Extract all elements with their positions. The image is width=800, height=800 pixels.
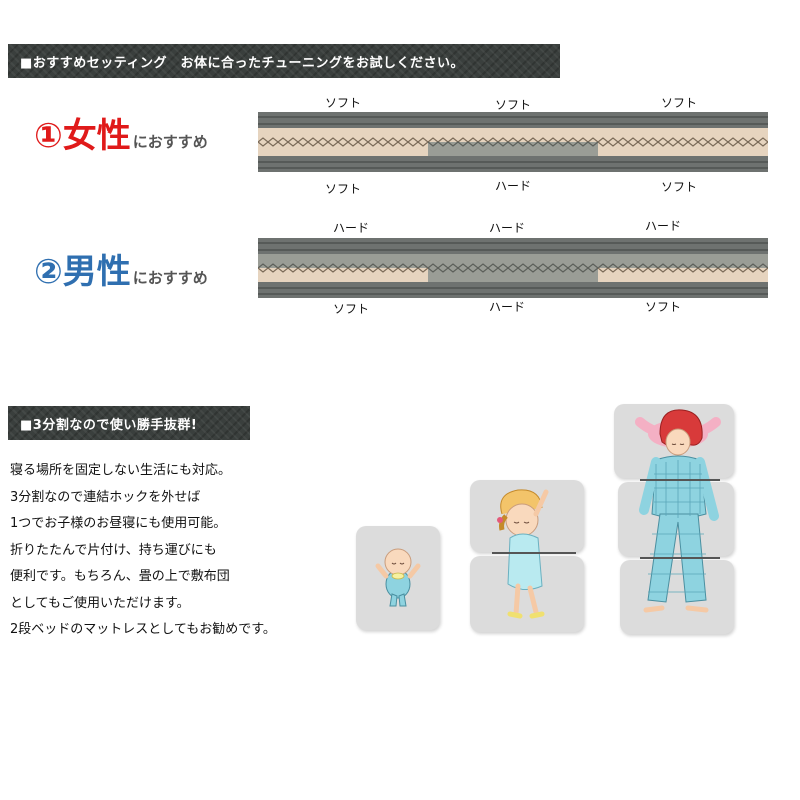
connector-line <box>640 479 720 481</box>
paragraph-line: 3分割なので連結ホックを外せば <box>10 489 201 505</box>
baby-illustration <box>375 548 421 607</box>
female-word: 女性 <box>62 116 131 156</box>
male-cell-1-top-label: ハード <box>332 221 369 235</box>
section-banner-recommended: ■おすすめセッティング お体に合ったチューニングをお試しください。 <box>8 44 560 78</box>
paragraph-line: 1つでお子様のお昼寝にも使用可能。 <box>10 516 227 531</box>
feature-description: 寝る場所を固定しない生活にも対応。 3分割なので連結ホックを外せば 1つでお子様… <box>10 458 330 644</box>
male-cell-2-cross-section <box>428 238 598 298</box>
connector-line <box>640 557 720 559</box>
child-illustration <box>497 489 549 619</box>
banner-text: ■おすすめセッティング お体に合ったチューニングをお試しください。 <box>20 55 465 71</box>
section-banner-three-piece: ■3分割なので使い勝手抜群! <box>8 406 250 440</box>
female-cell-3-top-label: ソフト <box>660 96 697 110</box>
male-suffix: におすすめ <box>132 269 208 287</box>
female-number: ① <box>34 116 63 156</box>
female-cell-1-top-label: ソフト <box>324 96 361 110</box>
woman-illustration <box>635 409 721 613</box>
female-suffix: におすすめ <box>132 133 208 151</box>
female-cell-3-cross-section <box>598 112 768 172</box>
paragraph-line: 便利です。もちろん、畳の上で敷布団 <box>10 569 230 584</box>
male-cell-2-top-label: ハード <box>488 221 525 235</box>
female-cell-2-bottom-label: ハード <box>494 179 531 193</box>
female-cell-3-bottom-label: ソフト <box>660 180 697 194</box>
female-recommendation-heading: ① 女性 におすすめ <box>34 108 208 157</box>
male-recommendation-heading: ② 男性 におすすめ <box>34 244 208 293</box>
female-cell-2-top-label: ソフト <box>494 98 531 112</box>
paragraph-line: 2段ベッドのマットレスとしてもお勧めです。 <box>10 622 276 637</box>
paragraph-line: 折りたたんで片付け、持ち運びにも <box>10 542 217 558</box>
male-number: ② <box>34 252 63 292</box>
male-cell-3-cross-section <box>598 238 768 298</box>
male-cell-1-bottom-label: ソフト <box>332 302 369 316</box>
male-word: 男性 <box>62 252 131 292</box>
male-cell-1-cross-section <box>258 238 428 298</box>
paragraph-line: 寝る場所を固定しない生活にも対応。 <box>10 463 232 478</box>
mattress-three-segment-bottom <box>620 560 734 634</box>
female-cell-2-cross-section <box>428 112 598 172</box>
male-cell-3-top-label: ハード <box>644 219 681 233</box>
paragraph-line: としてもご使用いただけます。 <box>10 595 190 611</box>
female-cell-1-bottom-label: ソフト <box>324 182 361 196</box>
male-cell-3-bottom-label: ソフト <box>644 300 681 314</box>
connector-line <box>492 552 576 554</box>
male-cell-2-bottom-label: ハード <box>488 300 525 314</box>
female-cell-1-cross-section <box>258 112 428 172</box>
banner-text: ■3分割なので使い勝手抜群! <box>20 417 198 433</box>
